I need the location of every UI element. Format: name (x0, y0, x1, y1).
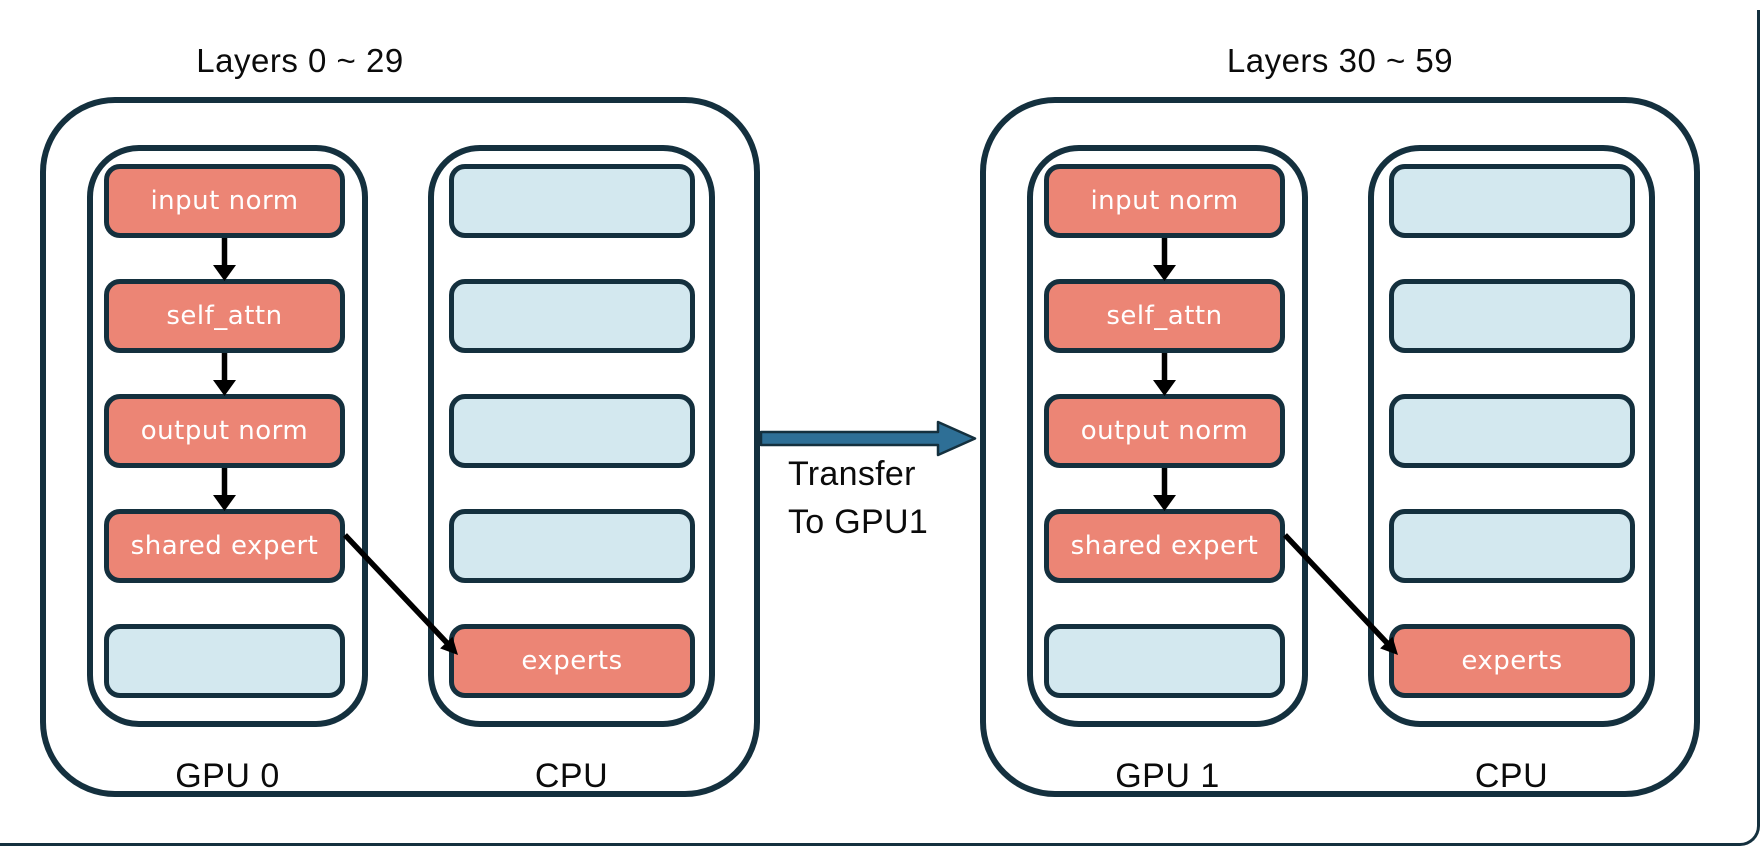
gpu-empty-slot (104, 624, 345, 698)
gpu-column: input norm self_attn output norm shared … (87, 145, 368, 727)
gpu-box-input-norm: input norm (1044, 164, 1285, 238)
cpu-box-experts: experts (1389, 624, 1635, 698)
layer-group-30-59: Layers 30 ~ 59 input norm self_attn outp… (980, 42, 1700, 797)
group-title: Layers 30 ~ 59 (1226, 42, 1454, 79)
box-label: shared expert (130, 531, 319, 561)
cpu-label: CPU (1474, 757, 1549, 795)
cpu-empty-slot (449, 164, 695, 238)
gpu-empty-slot (1044, 624, 1285, 698)
cpu-column: experts (1368, 145, 1655, 727)
gpu-box-shared-expert: shared expert (1044, 509, 1285, 583)
gpu-box-output-norm: output norm (1044, 394, 1285, 468)
gpu-box-shared-expert: shared expert (104, 509, 345, 583)
box-label: input norm (1090, 186, 1239, 216)
group-title: Layers 0 ~ 29 (196, 42, 404, 79)
gpu-box-self-attn: self_attn (1044, 279, 1285, 353)
box-label: self_attn (1106, 301, 1223, 331)
box-label: experts (521, 646, 623, 676)
cpu-empty-slot (1389, 509, 1635, 583)
box-label: output norm (1080, 416, 1249, 446)
gpu-label: GPU 0 (175, 757, 280, 795)
cpu-empty-slot (449, 394, 695, 468)
transfer-label-line2: To GPU1 (788, 503, 929, 541)
box-label: output norm (140, 416, 309, 446)
cpu-column: experts (428, 145, 715, 727)
cpu-box-experts: experts (449, 624, 695, 698)
box-label: shared expert (1070, 531, 1259, 561)
gpu-column: input norm self_attn output norm shared … (1027, 145, 1308, 727)
gpu-box-input-norm: input norm (104, 164, 345, 238)
layer-group-0-29: Layers 0 ~ 29 input norm self_attn outpu… (40, 42, 760, 797)
transfer-label-line1: Transfer (788, 455, 916, 493)
gpu-label: GPU 1 (1115, 757, 1220, 795)
cpu-empty-slot (449, 509, 695, 583)
cpu-empty-slot (449, 279, 695, 353)
box-label: experts (1461, 646, 1563, 676)
gpu-box-output-norm: output norm (104, 394, 345, 468)
cpu-empty-slot (1389, 394, 1635, 468)
gpu-box-self-attn: self_attn (104, 279, 345, 353)
box-label: self_attn (166, 301, 283, 331)
cpu-empty-slot (1389, 279, 1635, 353)
cpu-label: CPU (534, 757, 609, 795)
cpu-empty-slot (1389, 164, 1635, 238)
transfer-label: Transfer To GPU1 (788, 450, 928, 546)
box-label: input norm (150, 186, 299, 216)
